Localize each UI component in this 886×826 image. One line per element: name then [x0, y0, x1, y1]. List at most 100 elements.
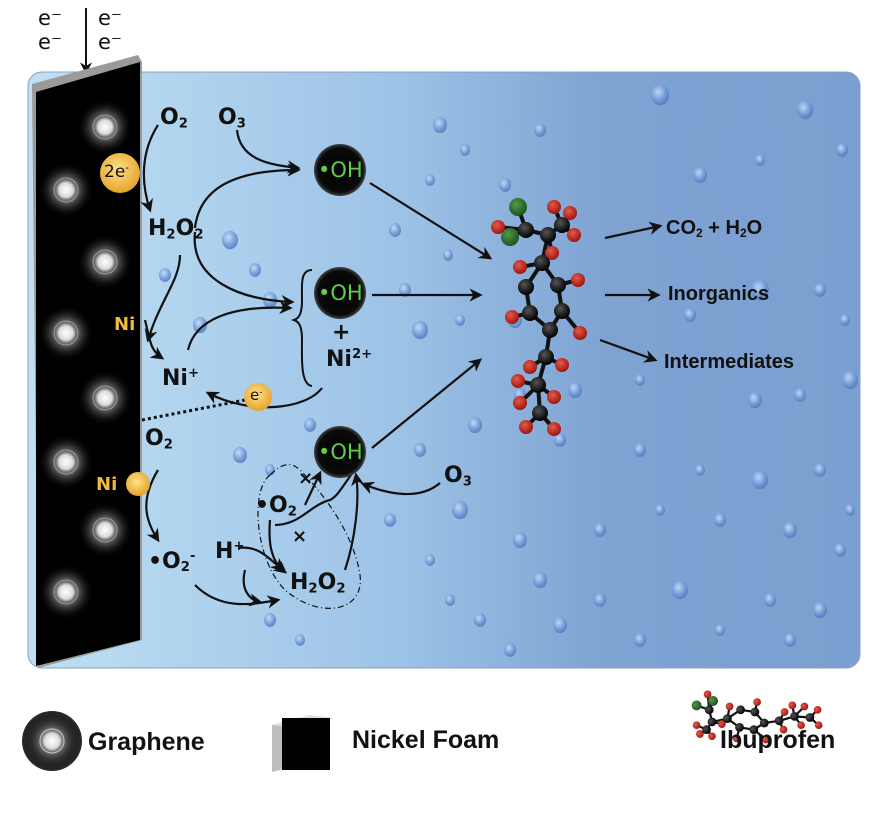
legend-label-graphene: Graphene [88, 728, 205, 756]
arrow-h2o2-to-oh1 [193, 163, 301, 229]
species-superoxide-2: •O2 [255, 493, 297, 520]
species-ni2-plus: Ni2+ [326, 346, 373, 372]
product-intermediates: Intermediates [664, 351, 795, 373]
atom-oxygen [505, 310, 519, 324]
legend-nickel-foam-icon [272, 715, 335, 772]
atom-carbon [702, 725, 711, 735]
species-o2-mid: O2 [145, 426, 173, 453]
water-droplet [755, 154, 765, 166]
atom-oxygen [547, 200, 561, 214]
atom-carbon [554, 303, 570, 319]
arrow-ni-plus-to-oh2 [186, 300, 293, 351]
species-superoxide: •O2- [148, 548, 196, 576]
atom-oxygen [523, 360, 537, 374]
legend-molecule [691, 690, 823, 744]
water-droplet [784, 633, 796, 647]
water-droplet [264, 613, 276, 627]
water-droplet [634, 443, 646, 457]
species-ni-lower: Ni [96, 474, 118, 495]
water-droplet [751, 279, 769, 301]
water-droplet [433, 116, 447, 134]
atom-oxygen [555, 358, 569, 372]
atom-carbon [542, 322, 558, 338]
oh-radical-3 [314, 426, 366, 478]
water-droplet [425, 174, 435, 186]
water-droplet [295, 634, 305, 646]
water-droplet [715, 624, 725, 636]
water-droplet [635, 374, 645, 386]
water-droplet [783, 521, 797, 539]
atom-carbon [805, 713, 815, 722]
water-droplet [513, 531, 527, 549]
graphene-particle [38, 564, 94, 620]
water-droplet [554, 433, 566, 447]
atom-oxygen [491, 220, 505, 234]
water-droplet [764, 593, 776, 607]
water-droplets [159, 84, 858, 657]
electron-label-1: e⁻ [38, 6, 63, 30]
molecule-structure [691, 690, 823, 744]
atom-carbon [538, 349, 554, 365]
water-droplet [414, 443, 426, 457]
atom-carbon [750, 707, 760, 717]
atom-carbon [790, 712, 799, 721]
atom-carbon [735, 723, 744, 732]
water-droplet [594, 523, 606, 537]
water-droplet [748, 391, 762, 409]
atom-carbon [522, 305, 538, 321]
atom-oxygen [563, 206, 577, 220]
graphene-particle [38, 305, 94, 361]
atom-carbon [704, 705, 714, 715]
plus-sign: + [332, 320, 351, 345]
water-droplet [553, 616, 567, 634]
radical-oh-3: •OH [318, 440, 363, 464]
atom-oxygen [814, 721, 823, 730]
water-droplet [594, 593, 606, 607]
arrow-superoxide-to-h2o2 [194, 584, 281, 609]
graphene-particle [77, 234, 133, 290]
water-droplet [797, 100, 813, 120]
water-droplet [389, 223, 401, 237]
atom-oxygen [513, 396, 527, 410]
water-droplet [695, 464, 705, 476]
water-droplet [445, 594, 455, 606]
graphene-particle [77, 502, 133, 558]
electron-label-4: e⁻ [98, 30, 123, 54]
legend-graphene-icon [22, 711, 82, 771]
water-droplet [634, 633, 646, 647]
product-co2-h2o: CO2 + H2O [666, 217, 763, 240]
atom-oxygen [571, 273, 585, 287]
water-droplet [814, 283, 826, 297]
legend-label-nickel-foam: Nickel Foam [352, 726, 500, 754]
atom-oxygen [800, 702, 809, 711]
water-droplet [504, 643, 516, 657]
atom-green [691, 700, 702, 711]
atom-green [708, 696, 719, 706]
water-droplet [845, 504, 855, 516]
water-droplet [233, 446, 247, 464]
arrow-oh3-to-molecule [371, 358, 483, 449]
atom-oxygen [753, 698, 761, 706]
atom-oxygen [718, 720, 726, 728]
atom-carbon [532, 405, 548, 421]
graphene-particle [77, 99, 133, 155]
water-droplet [533, 571, 547, 589]
water-droplet [684, 308, 696, 322]
atom-oxygen [513, 260, 527, 274]
arrow-mol-to-intermediates [599, 338, 658, 363]
arrow-ni2-to-ni-plus [205, 387, 323, 409]
species-h2o2-top: H2O2 [148, 216, 204, 243]
atom-carbon [554, 217, 570, 233]
water-droplet [814, 463, 826, 477]
water-droplet [752, 470, 768, 490]
atom-oxygen [519, 420, 533, 434]
atom-oxygen [696, 730, 704, 738]
water-droplet [693, 166, 707, 184]
arrow-oh1-to-molecule [369, 182, 493, 260]
atom-carbon [736, 705, 746, 715]
water-droplet [265, 464, 275, 476]
atom-carbon [518, 222, 534, 238]
water-droplet [794, 388, 806, 402]
